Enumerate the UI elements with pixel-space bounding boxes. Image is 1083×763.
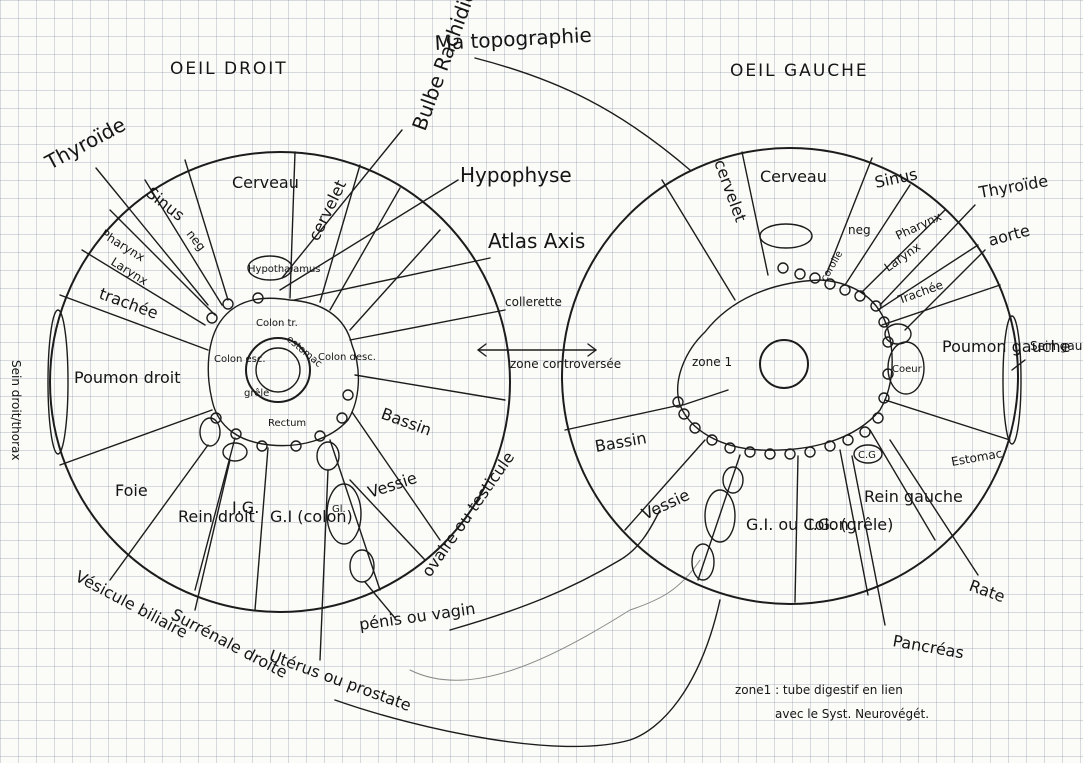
left-label-vessie: Vessie xyxy=(639,485,693,524)
right-label-cerveau: Cerveau xyxy=(232,173,299,192)
note-line-1: zone1 : tube digestif en lien xyxy=(735,683,903,697)
right-hypothalamus-oval xyxy=(247,255,293,281)
left-label-cerveau: Cerveau xyxy=(760,167,827,186)
right-label-sein: Sein droit/thorax xyxy=(9,360,23,461)
left-callout-sein: Sein gauche ou thorax xyxy=(1030,339,1083,353)
right-label-sinus: Sinus xyxy=(143,183,189,225)
right-label-colon-desc: Colon desc. xyxy=(318,352,376,363)
right-iris-outer-ring xyxy=(49,151,511,613)
note-line-2: avec le Syst. Neurovégét. xyxy=(775,707,929,721)
right-callout-bulbe: Bulbe Rachidien xyxy=(407,0,485,134)
right-breast-oval xyxy=(47,309,69,455)
left-label-coeur: Coeur xyxy=(892,364,923,375)
right-pupil-inner xyxy=(255,347,301,393)
right-label-gl: Gl. xyxy=(332,504,346,515)
right-label-gi: G.I (colon) xyxy=(270,507,353,526)
right-label-foie: Foie xyxy=(115,481,148,500)
left-collarette-dots xyxy=(672,262,894,460)
right-callout-surrenale: Surrénale droite xyxy=(168,605,291,682)
right-label-trachee: trachée xyxy=(97,284,161,323)
left-label-gi: G.I. ou Colon xyxy=(746,515,849,534)
right-label-poumon: Poumon droit xyxy=(74,368,181,387)
right-label-hypothalamus: Hypothalamus xyxy=(248,264,321,275)
right-callout-vesicule: Vésicule biliaire xyxy=(72,567,191,642)
right-callout-uterus: Utérus ou prostate xyxy=(267,646,414,715)
left-label-pharynx: Pharynx xyxy=(893,209,943,242)
left-cervelet-oval xyxy=(759,223,813,249)
right-label-collerette: collerette xyxy=(505,295,562,309)
right-eye-iris: Cerveau cervelet Sinus neg Pharynx Laryn… xyxy=(9,0,721,748)
right-surrenale-oval xyxy=(222,442,248,462)
zone-controversee-label: zone controversée xyxy=(510,357,621,371)
right-collarette-dots xyxy=(206,292,354,452)
left-label-ig: I.G. (grêle) xyxy=(808,515,893,534)
left-sector-lines xyxy=(564,151,1011,603)
right-callout-hypophyse: Hypophyse xyxy=(460,163,572,187)
right-pupil xyxy=(245,337,311,403)
right-label-ig: I.G. xyxy=(232,498,259,517)
right-label-vessie: Vessie xyxy=(365,468,419,502)
right-callout-penis: pénis ou vagin xyxy=(358,599,477,634)
left-callout-pancreas: Pancréas xyxy=(891,631,965,662)
right-label-bassin: Bassin xyxy=(379,404,434,440)
zone-controversee: zone controversée xyxy=(477,343,621,371)
right-callout-atlas: Atlas Axis xyxy=(488,229,585,253)
left-label-neg: neg xyxy=(848,223,871,237)
left-callout-thyroide: Thyroïde xyxy=(976,171,1049,202)
right-label-colon-tr: Colon tr. xyxy=(256,318,298,329)
right-penis-oval xyxy=(349,549,375,583)
left-label-bassin: Bassin xyxy=(593,428,648,456)
left-cg-oval xyxy=(853,444,883,464)
left-iris-outer-ring xyxy=(561,147,1019,605)
right-leader-lines xyxy=(95,129,721,748)
left-label-cg: C.G xyxy=(858,450,876,461)
right-label-rectum: Rectum xyxy=(268,418,306,429)
left-label-cervelet: cervelet xyxy=(710,157,750,225)
left-label-corolle: corolle xyxy=(819,249,845,283)
left-penis-oval xyxy=(691,543,715,581)
left-label-estomac: Estomac xyxy=(950,446,1003,469)
left-leader-lines xyxy=(682,204,1026,626)
left-label-zone1: zone 1 xyxy=(692,355,732,369)
right-eye-heading: OEIL DROIT xyxy=(170,59,288,79)
right-label-colon-esc: Colon esc. xyxy=(214,354,266,365)
right-sector-lines xyxy=(59,151,506,611)
right-gland-oval xyxy=(326,483,362,545)
left-pupil xyxy=(759,339,809,389)
right-callout-thyroide: Thyroïde xyxy=(40,112,129,175)
left-eye-heading: OEIL GAUCHE xyxy=(730,61,869,81)
left-gland-oval xyxy=(704,489,736,543)
right-label-grele: grêle xyxy=(244,387,269,399)
left-label-sinus: Sinus xyxy=(873,164,919,192)
left-breast-oval xyxy=(1002,315,1022,445)
left-eye-iris: Cerveau cervelet Sinus neg Pharynx Laryn… xyxy=(561,61,1083,662)
right-collarette xyxy=(207,297,360,447)
left-aorte-oval xyxy=(884,323,912,345)
left-callout-aorte: aorte xyxy=(986,221,1032,250)
right-label-cervelet: cervelet xyxy=(305,177,351,244)
left-label-larynx: Larynx xyxy=(882,240,923,275)
right-label-larynx: Larynx xyxy=(108,255,150,288)
title-leader xyxy=(474,57,691,171)
left-label-poumon: Poumon gauche xyxy=(942,337,1071,356)
left-callout-rate: Rate xyxy=(967,576,1008,606)
right-vesicule-oval xyxy=(199,417,221,447)
right-callout-ovaire: ovaire ou testicule xyxy=(418,448,518,580)
left-vessie-oval xyxy=(722,466,744,494)
footer-note: zone1 : tube digestif en lien avec le Sy… xyxy=(735,683,929,721)
left-label-rein: Rein gauche xyxy=(864,487,963,506)
